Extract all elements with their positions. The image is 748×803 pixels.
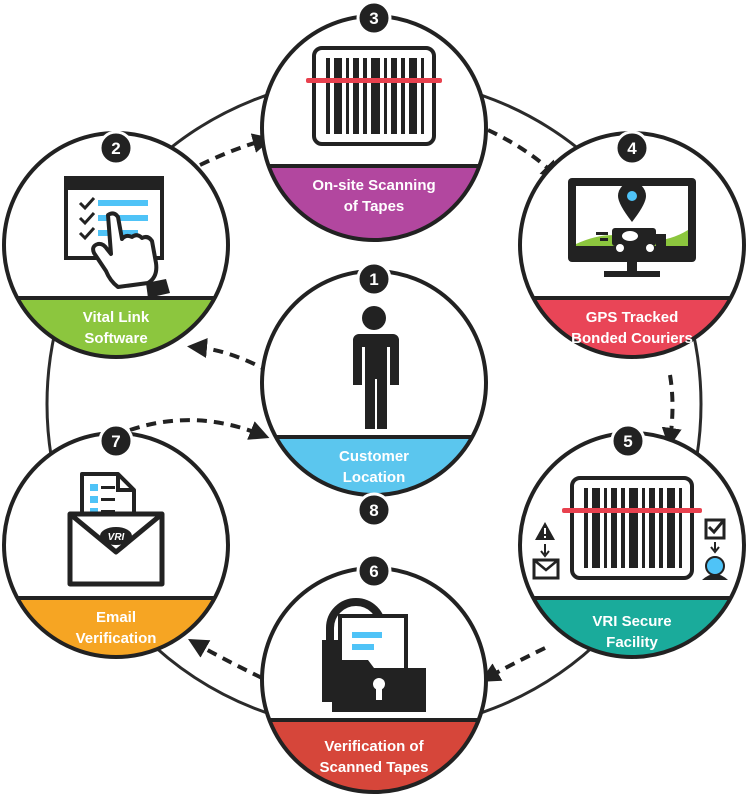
step-1-label-line1: Customer [339, 448, 409, 465]
badge-1: 1 [356, 261, 392, 297]
step-5-label-line1: VRI Secure [592, 613, 671, 630]
step-7-label-line2: Verification [76, 630, 157, 647]
svg-text:6: 6 [369, 562, 378, 581]
step-6-label-line1: Verification of [324, 738, 424, 755]
badge-7: 7 [98, 423, 134, 459]
step-4-label-line1: GPS Tracked [586, 309, 679, 326]
envelope-document-icon: VRI [67, 472, 165, 587]
flow-arrows [129, 128, 682, 682]
svg-text:3: 3 [369, 9, 378, 28]
svg-text:2: 2 [111, 139, 120, 158]
step-1-customer-location: Customer Location [260, 269, 488, 497]
monitor-gps-truck-icon [568, 178, 696, 277]
barcode-facility-icon [562, 476, 702, 580]
step-4-gps-tracked-couriers: GPS Tracked Bonded Couriers [518, 131, 746, 359]
vri-logo-text: VRI [108, 532, 125, 543]
checkbox-icon [704, 518, 726, 554]
step-3-onsite-scanning: On-site Scanning of Tapes [260, 14, 488, 242]
step-6-verification-scanned-tapes: Verification of Scanned Tapes [260, 566, 488, 794]
arrow-3-to-4 [487, 128, 561, 181]
warning-icon [535, 522, 555, 558]
arrow-1-to-2 [187, 338, 271, 374]
step-2-label-line1: Vital Link [83, 309, 150, 326]
person-icon [353, 306, 399, 429]
locked-folder-icon [322, 598, 426, 712]
step-7-label-line1: Email [96, 609, 136, 626]
mail-small-icon [532, 558, 560, 580]
svg-text:7: 7 [111, 432, 120, 451]
badge-5: 5 [610, 423, 646, 459]
number-badges: 1 2 3 4 5 6 7 8 [98, 0, 650, 589]
badge-2: 2 [98, 130, 134, 166]
arrow-4-to-5 [661, 374, 682, 448]
arrow-7-to-1 [129, 418, 270, 440]
svg-text:4: 4 [627, 139, 637, 158]
badge-4: 4 [614, 130, 650, 166]
svg-text:1: 1 [369, 270, 378, 289]
arrow-5-to-6 [480, 646, 546, 682]
arrow-6-to-7 [188, 639, 263, 680]
user-download-icon [702, 556, 728, 580]
step-3-label-line1: On-site Scanning [312, 177, 435, 194]
step-2-label-line2: Software [84, 330, 147, 347]
step-5-label-line2: Facility [606, 634, 658, 651]
pointing-hand-icon [91, 211, 170, 298]
arrow-2-to-3 [199, 133, 273, 167]
svg-text:5: 5 [623, 432, 632, 451]
badge-3: 3 [356, 0, 392, 36]
badge-6: 6 [356, 553, 392, 589]
barcode-icon [306, 46, 442, 146]
step-1-label-line2: Location [343, 469, 406, 486]
step-7-email-verification: VRI Email Verification [2, 431, 230, 659]
step-5-vri-secure-facility: VRI Secure Facility [518, 431, 746, 659]
step-2-vital-link-software: Vital Link Software [2, 131, 230, 359]
badge-8: 8 [356, 492, 392, 528]
step-6-label-line2: Scanned Tapes [320, 759, 429, 776]
svg-text:8: 8 [369, 501, 378, 520]
step-3-label-line2: of Tapes [344, 198, 405, 215]
step-4-label-line2: Bonded Couriers [571, 330, 693, 347]
